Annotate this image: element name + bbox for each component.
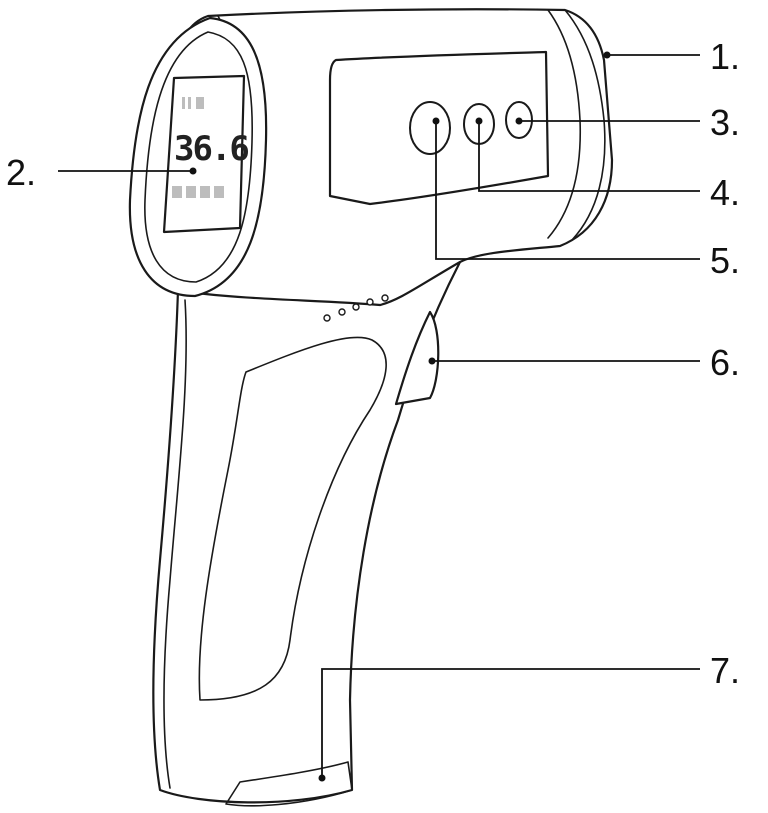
grip-contour (163, 299, 187, 789)
callout-label-2: 2. (6, 152, 36, 193)
callout-label-7: 7. (710, 650, 740, 691)
battery-cover (225, 761, 353, 807)
callout-labels: 1. 2. 3. 4. 5. 6. 7. (6, 36, 740, 691)
leader-4-dot (475, 117, 483, 125)
callout-label-4: 4. (710, 172, 740, 213)
lcd-unit-segment (200, 186, 210, 198)
leader-2-dot (189, 167, 197, 175)
nose-cap-edge (547, 9, 582, 239)
grip-outline (152, 260, 462, 804)
lcd-unit-segment (186, 186, 196, 198)
callout-label-5: 5. (710, 240, 740, 281)
lcd-unit-segment (172, 186, 182, 198)
leader-7 (321, 668, 700, 778)
leader-6-dot (428, 357, 436, 365)
callout-label-3: 3. (710, 102, 740, 143)
leader-4 (478, 121, 700, 192)
mode-button[interactable] (409, 101, 451, 155)
vent-hole (338, 308, 346, 316)
thermometer-body: 36.6 (128, 8, 614, 807)
callout-label-6: 6. (710, 342, 740, 383)
lcd-indicator-segment (188, 97, 191, 109)
leader-5 (435, 121, 700, 260)
callout-leaders (58, 51, 700, 782)
vent-hole (323, 314, 331, 322)
vent-hole (381, 294, 389, 302)
lcd-reading: 36.6 (174, 129, 248, 169)
lcd-indicator-segment (196, 97, 204, 109)
trigger[interactable] (394, 310, 440, 406)
leader-5-dot (432, 117, 440, 125)
vent-hole (366, 298, 374, 306)
callout-label-1: 1. (710, 36, 740, 77)
vent-hole (352, 303, 360, 311)
leader-7-dot (318, 774, 326, 782)
grip-recess (198, 336, 387, 701)
display-bezel-inner (144, 31, 254, 283)
nose-cap-front (564, 9, 606, 241)
lcd-unit-segment (214, 186, 224, 198)
lcd-indicator-segment (182, 97, 185, 109)
leader-3-dot (515, 117, 523, 125)
leader-1-dot (603, 51, 611, 59)
